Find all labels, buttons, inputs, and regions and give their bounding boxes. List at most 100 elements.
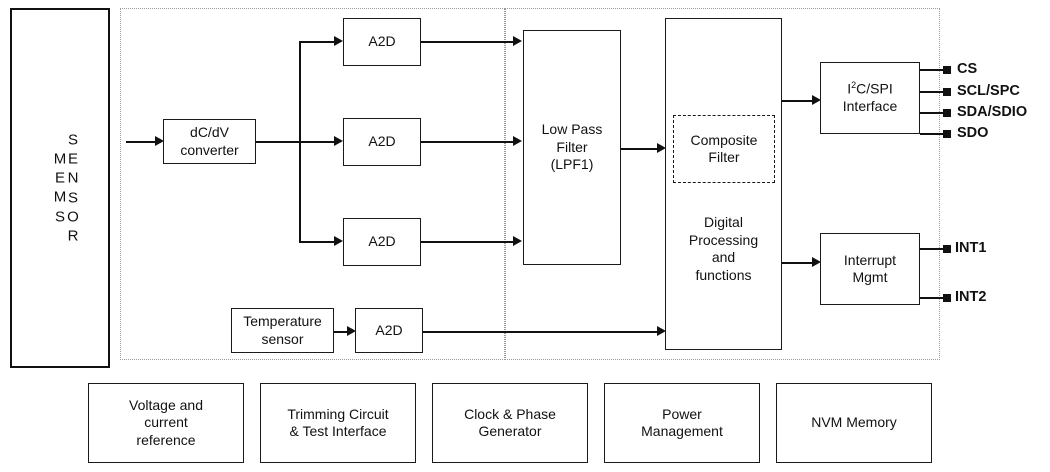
- wire-branch-a2d3: [299, 241, 335, 243]
- power-line1: Power: [662, 405, 702, 422]
- arrowhead-lpf-in-1: [513, 36, 522, 46]
- trimming-line1: Trimming Circuit: [287, 405, 389, 422]
- arrowhead-a2d2-in: [334, 136, 343, 146]
- interface-sup-2: 2: [851, 80, 857, 91]
- dcdv-label-line1: dC/dV: [190, 124, 229, 140]
- temp-sensor-label-line2: sensor: [261, 330, 304, 347]
- sensor-letter-e: E: [67, 150, 78, 168]
- pin-square-int1: [943, 245, 951, 253]
- temperature-sensor-block: Temperature sensor: [231, 308, 334, 353]
- arrowhead-digital-in: [657, 143, 666, 153]
- clock-line2: Generator: [478, 423, 542, 439]
- arrowhead-digital-temp-in: [657, 326, 666, 336]
- pin-square-scl: [943, 88, 951, 96]
- low-pass-filter-block: Low Pass Filter (LPF1): [523, 30, 621, 265]
- interrupt-label-line2: Mgmt: [852, 269, 888, 285]
- bottom-block-voltage-reference: Voltage and current reference: [88, 383, 244, 463]
- composite-label-line2: Filter: [708, 149, 740, 165]
- mems-sensor-block: M E M S S E N S O R: [10, 8, 110, 368]
- wire-branch-a2d1: [299, 41, 335, 43]
- bottom-block-power-management: Power Management: [604, 383, 760, 463]
- voltage-ref-line1: Voltage and: [129, 396, 203, 413]
- temp-sensor-label-line1: Temperature: [243, 313, 322, 329]
- sensor-letter-o: O: [67, 208, 79, 226]
- wire-pin-int1: [920, 248, 945, 250]
- sensor-letter-r: R: [67, 227, 79, 245]
- digital-label-line2: Processing: [688, 231, 759, 248]
- a2d-2-label: A2D: [368, 133, 396, 150]
- a2d-block-temperature: A2D: [355, 308, 423, 353]
- voltage-ref-line3: reference: [136, 431, 196, 448]
- wire-pin-int2: [920, 297, 945, 299]
- sensor-letter-n: N: [67, 169, 79, 187]
- mems-letter-m: M: [53, 150, 67, 168]
- arrowhead-interrupt-in: [812, 257, 821, 267]
- bottom-block-trimming-circuit: Trimming Circuit & Test Interface: [260, 383, 416, 463]
- lpf-label-line1: Low Pass: [541, 121, 603, 138]
- voltage-ref-line2: current: [144, 414, 188, 431]
- wire-pin-cs: [920, 69, 945, 71]
- sensor-letter-s2: S: [67, 189, 78, 206]
- pin-label-scl-spc: SCL/SPC: [957, 83, 1020, 99]
- interface-label-line1: I2C/SPI: [847, 80, 893, 97]
- mems-letter-e: E: [54, 169, 65, 187]
- pin-label-sdo: SDO: [957, 125, 989, 141]
- wire-pin-sdo: [920, 133, 945, 135]
- composite-filter-block: Composite Filter: [673, 115, 775, 183]
- wire-dcdv-out: [256, 141, 300, 143]
- sensor-letter-s: S: [67, 131, 78, 149]
- trimming-line2: & Test Interface: [289, 423, 387, 439]
- wire-pin-sda: [920, 112, 945, 114]
- pin-square-sdo: [943, 130, 951, 138]
- digital-label-line4: functions: [695, 266, 752, 283]
- mems-sensor-label: M E M S: [12, 150, 108, 227]
- arrowhead-lpf-in-2: [513, 136, 522, 146]
- digital-label-line3: and: [711, 249, 736, 265]
- a2d-block-2: A2D: [343, 118, 421, 166]
- bottom-block-nvm-memory: NVM Memory: [776, 383, 932, 463]
- mems-letter-s: S: [54, 208, 65, 226]
- wire-a2d1-to-lpf: [421, 41, 514, 43]
- dotted-region-analog: [120, 8, 505, 360]
- interface-label-c-spi: C/SPI: [856, 80, 893, 97]
- mems-letter-m2: M: [53, 189, 67, 206]
- wire-branch-a2d2: [299, 141, 335, 143]
- pin-square-int2: [943, 294, 951, 302]
- bottom-block-clock-phase-generator: Clock & Phase Generator: [432, 383, 588, 463]
- pin-square-cs: [943, 66, 951, 74]
- dcdv-label-line2: converter: [180, 141, 239, 158]
- sensor-word-label: S E N S O R: [38, 130, 108, 245]
- clock-line1: Clock & Phase: [464, 405, 556, 422]
- a2d-3-label: A2D: [368, 233, 396, 250]
- wire-temp-to-a2d: [334, 331, 348, 333]
- a2d-block-1: A2D: [343, 18, 421, 66]
- arrowhead-lpf-in-3: [513, 236, 522, 246]
- arrowhead-a2d1-in: [334, 36, 343, 46]
- pin-square-sda: [943, 109, 951, 117]
- pin-label-sda-sdio: SDA/SDIO: [957, 104, 1028, 120]
- wire-digital-to-interrupt: [782, 262, 814, 264]
- a2d-1-label: A2D: [368, 33, 396, 50]
- wire-digital-to-interface: [782, 100, 814, 102]
- composite-label-line1: Composite: [690, 131, 758, 148]
- wire-a2d3-to-lpf: [421, 241, 514, 243]
- nvm-line1: NVM Memory: [811, 414, 897, 431]
- interrupt-mgmt-block: Interrupt Mgmt: [820, 233, 920, 305]
- lpf-label-line3: (LPF1): [550, 156, 594, 173]
- arrowhead-dcdv-in: [155, 136, 164, 146]
- wire-a2d2-to-lpf: [421, 141, 514, 143]
- pin-label-cs: CS: [957, 61, 978, 77]
- arrowhead-a2d3-in: [334, 236, 343, 246]
- a2d-block-3: A2D: [343, 218, 421, 266]
- pin-label-int2: INT2: [955, 289, 987, 305]
- digital-processing-block: Digital Processing and functions: [665, 18, 782, 350]
- wire-mems-to-dcdv: [126, 141, 156, 143]
- lpf-label-line2: Filter: [556, 138, 588, 155]
- arrowhead-a2d-temp-in: [347, 326, 356, 336]
- a2d-temp-label: A2D: [375, 321, 403, 338]
- interrupt-label-line1: Interrupt: [843, 251, 897, 268]
- pin-label-int1: INT1: [955, 240, 987, 256]
- interface-label-line2: Interface: [842, 98, 898, 115]
- arrowhead-interface-in: [812, 95, 821, 105]
